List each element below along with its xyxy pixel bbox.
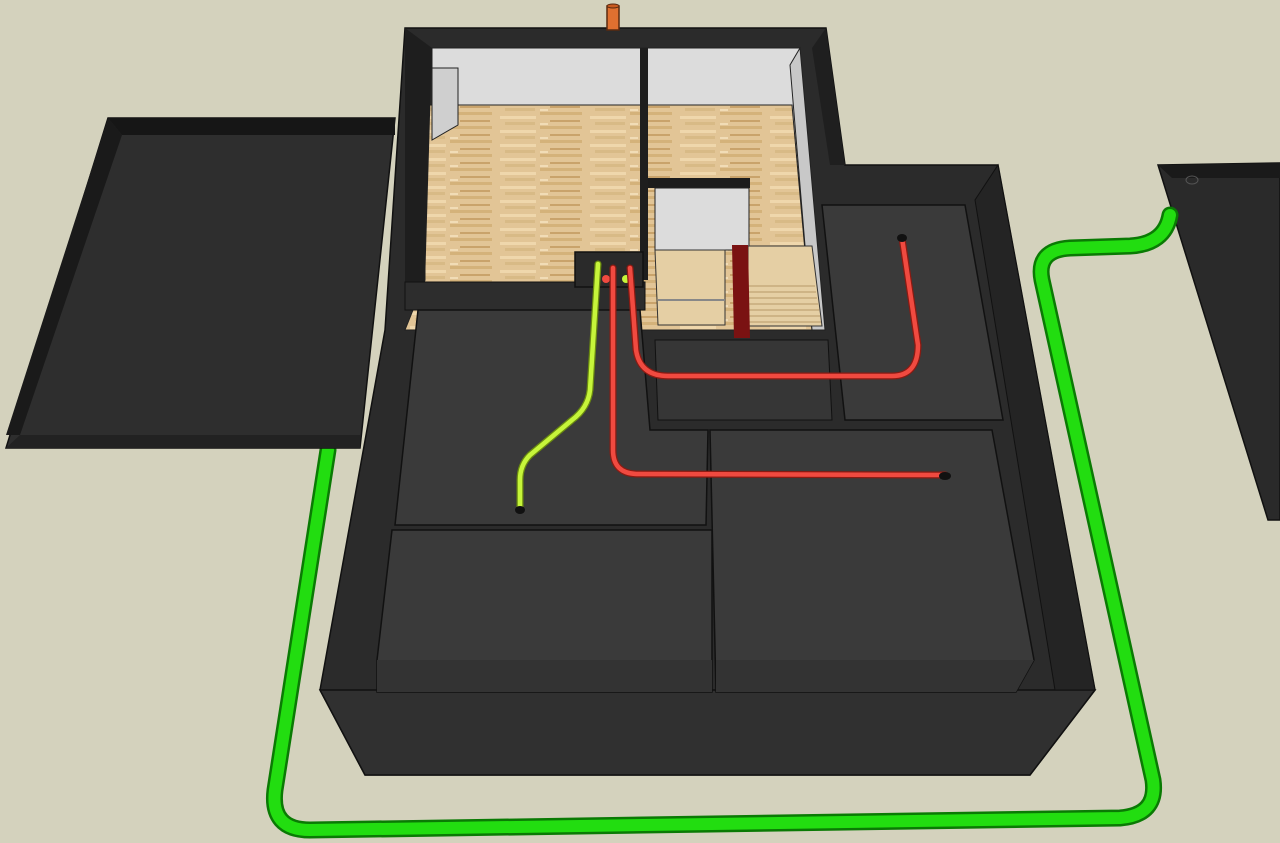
vent-pipe — [606, 3, 620, 31]
lower-slab-front-left — [376, 529, 713, 693]
lower-slab-front-right — [709, 429, 1035, 693]
right-slab-fragment — [1156, 162, 1280, 521]
upper-floor-room — [404, 28, 826, 331]
lower-slab-middle — [654, 339, 833, 421]
staircase — [654, 245, 823, 338]
left-cover-slab — [4, 117, 396, 449]
